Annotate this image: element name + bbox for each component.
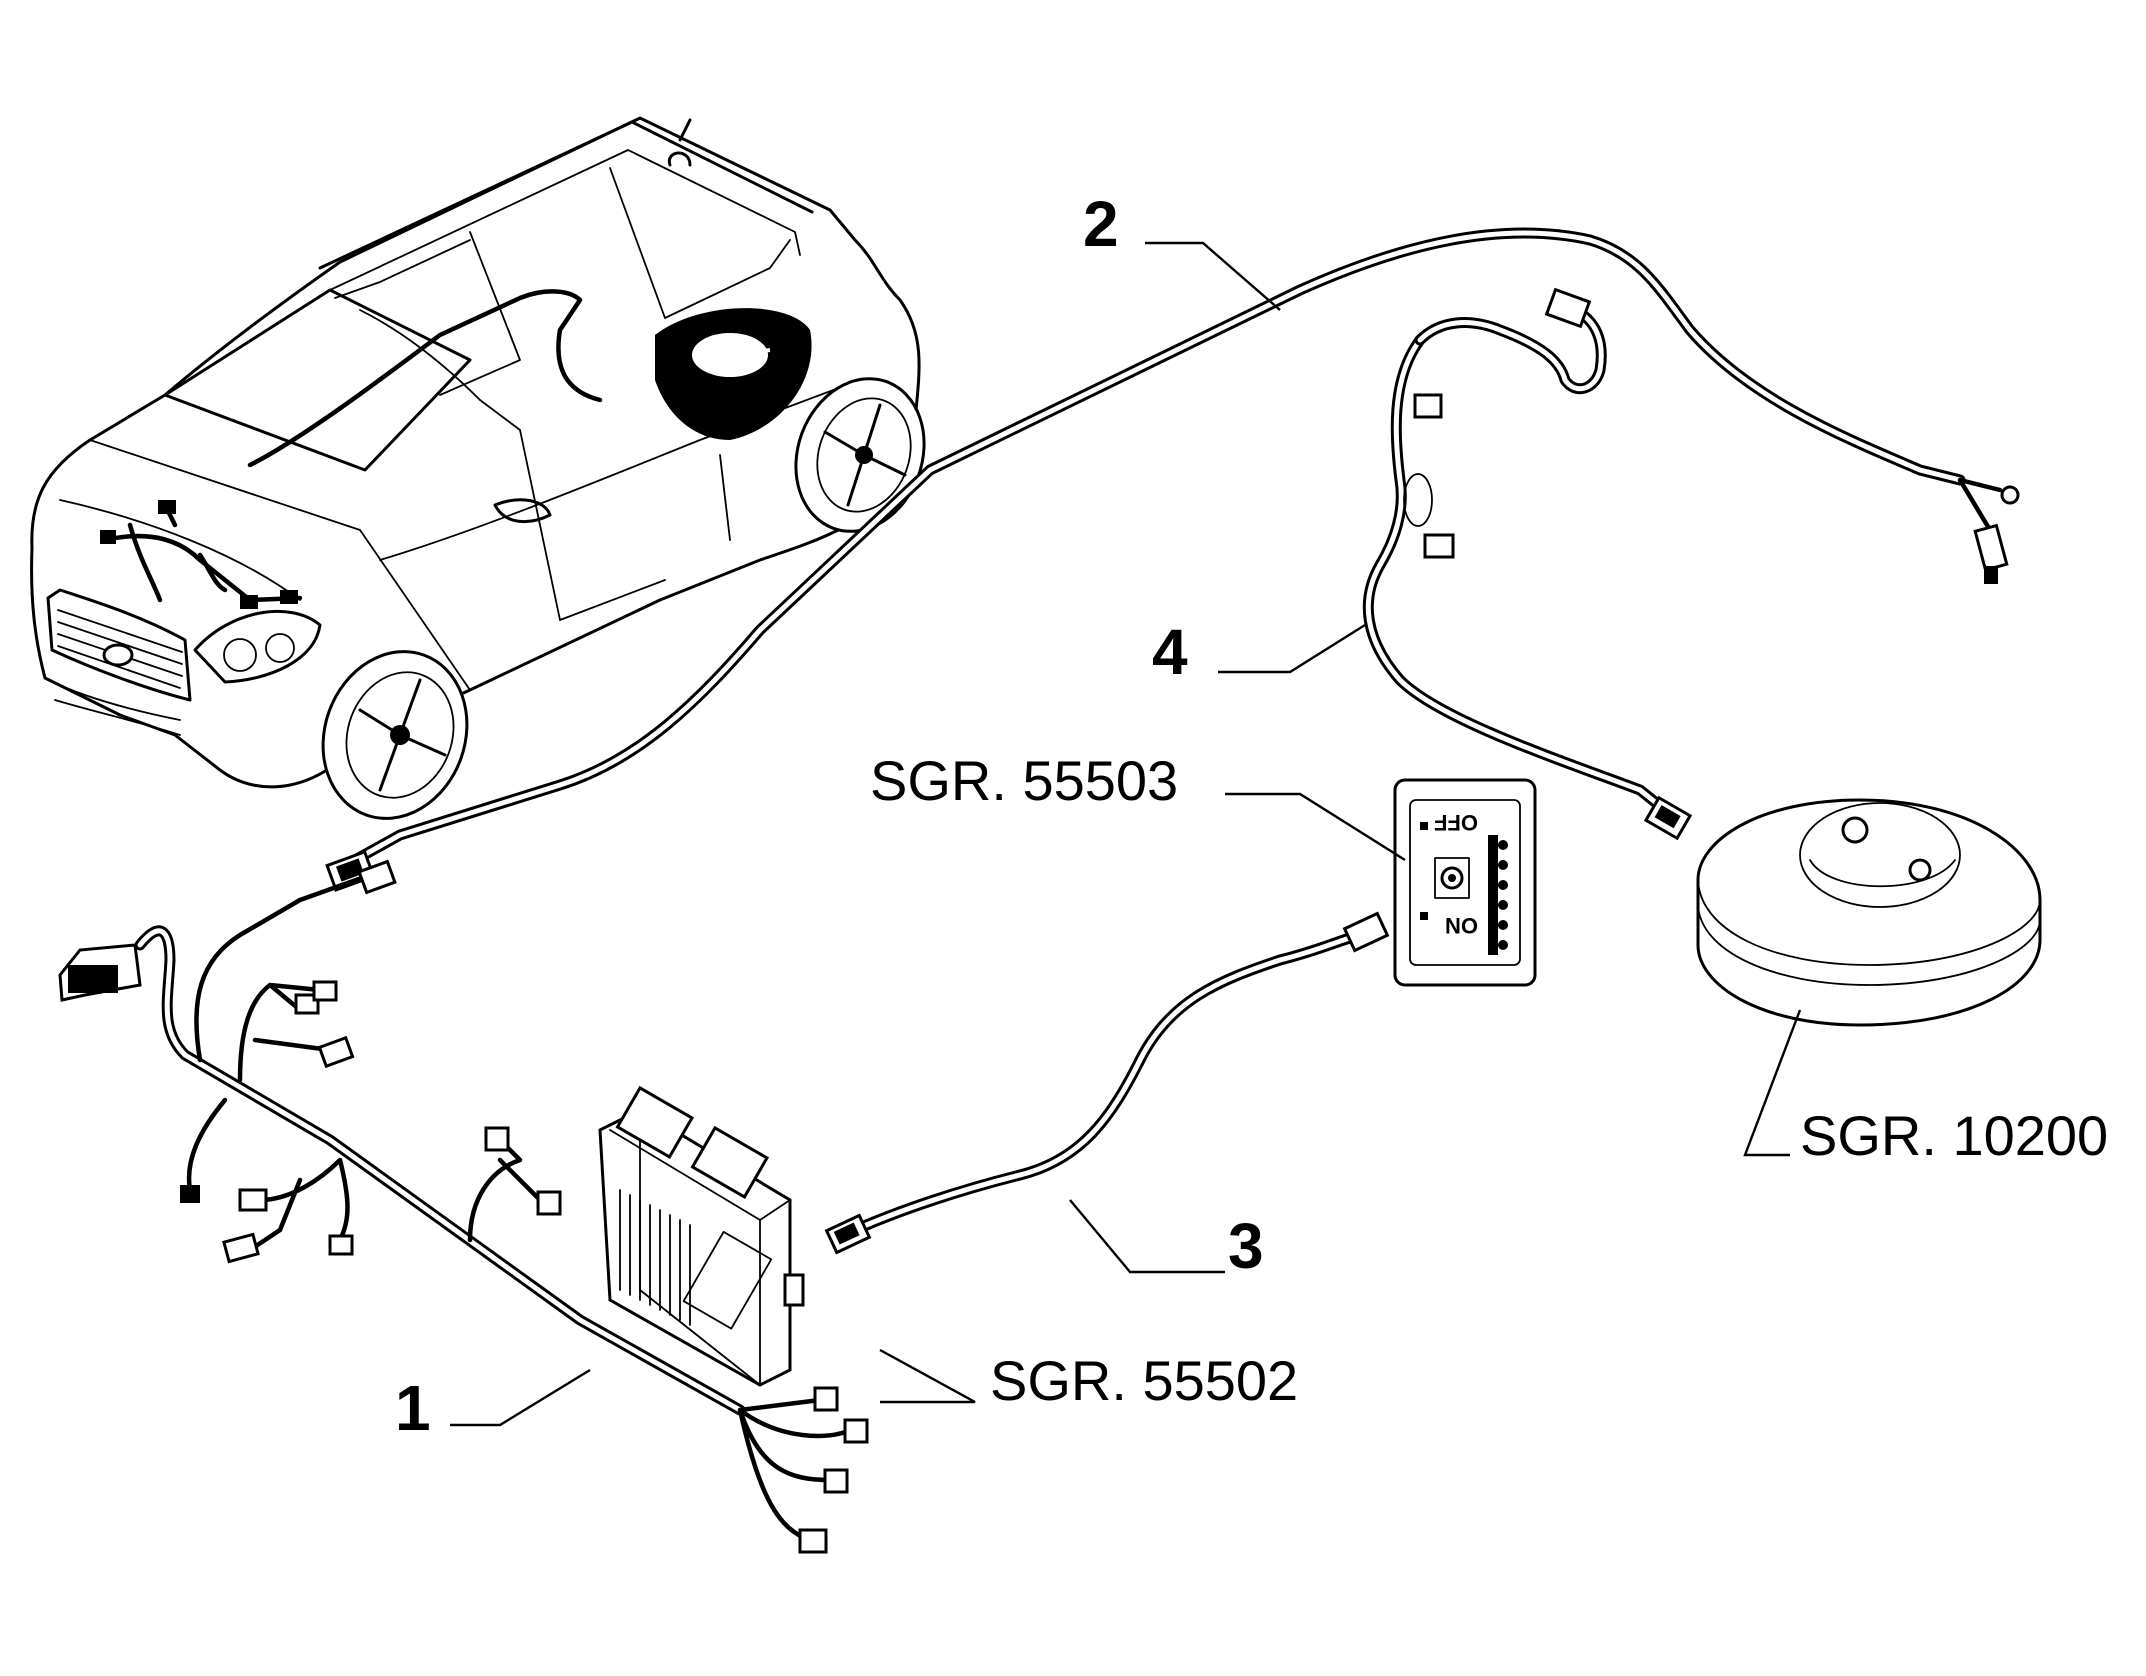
- switch-on-label: ON: [1445, 913, 1478, 938]
- leader-lines: [450, 241, 1802, 1427]
- lpg-tank: [1696, 798, 2042, 1027]
- switch-off-label: OFF: [1434, 810, 1478, 835]
- callout-1: 1: [395, 1372, 431, 1444]
- callout-4: 4: [1152, 616, 1188, 688]
- ecu-cooling-fins: [619, 1189, 691, 1326]
- front-wheel: [321, 650, 469, 820]
- boot-tank: [655, 308, 812, 440]
- ecu-module: [598, 1085, 805, 1387]
- callout-3: 3: [1228, 1210, 1264, 1282]
- callout-2: 2: [1083, 188, 1119, 260]
- cable-2: [325, 227, 2020, 892]
- car-engine-harness: [100, 289, 603, 609]
- switch-panel: OFF ON: [1393, 778, 1537, 987]
- cable-3: [824, 911, 1390, 1255]
- rear-wheel: [794, 377, 926, 533]
- cable-1: [58, 859, 869, 1554]
- level-indicator-leds: [1488, 835, 1508, 955]
- cable-4: [1362, 287, 1693, 841]
- car-illustration: [30, 116, 926, 820]
- ref-sgr-55502: SGR. 55502: [990, 1349, 1298, 1412]
- ref-sgr-10200: SGR. 10200: [1800, 1104, 2108, 1167]
- ref-sgr-55503: SGR. 55503: [870, 749, 1178, 812]
